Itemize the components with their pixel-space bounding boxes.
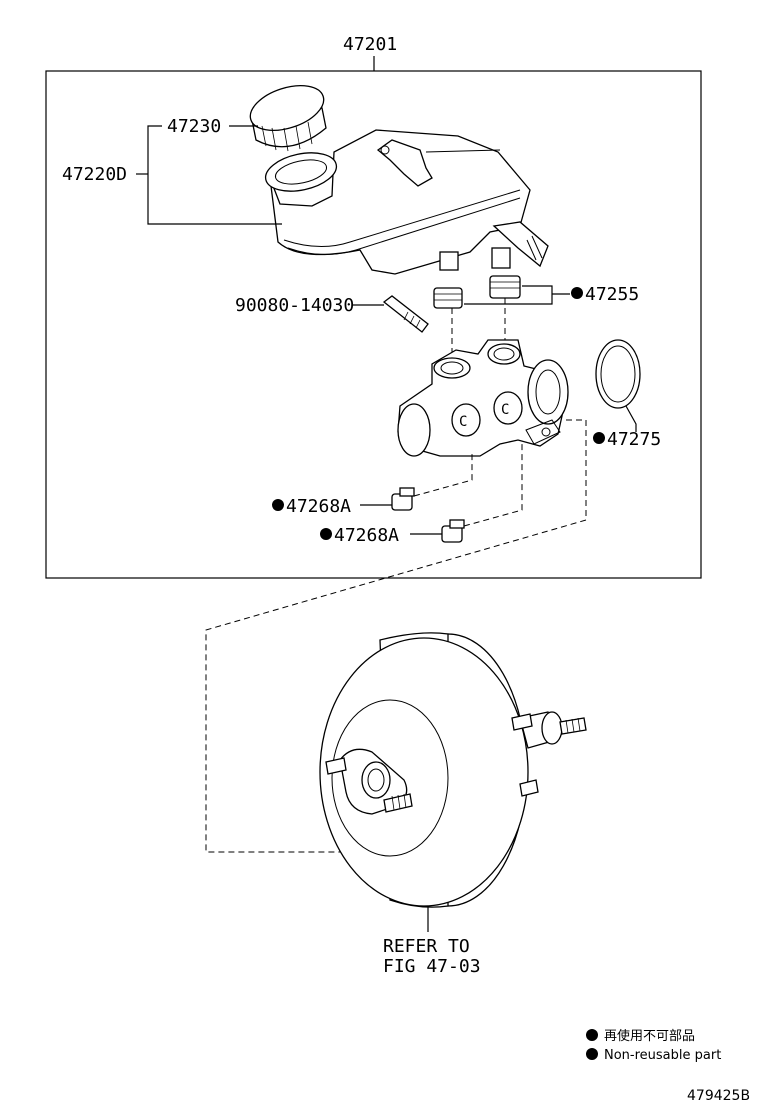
assembly-number-label[interactable]: 47201 bbox=[343, 34, 397, 55]
grommet-left[interactable] bbox=[433, 287, 463, 309]
o-ring-leader bbox=[625, 405, 637, 432]
plug-upper-guide bbox=[413, 452, 473, 497]
plug-lower-part-label[interactable]: 47268A bbox=[334, 525, 399, 546]
svg-text:C: C bbox=[501, 402, 509, 418]
legend-bullet bbox=[586, 1029, 598, 1041]
master-cylinder[interactable]: C C bbox=[397, 339, 569, 457]
legend-bullet bbox=[586, 1048, 598, 1060]
o-ring[interactable] bbox=[595, 339, 641, 409]
plug-upper[interactable] bbox=[391, 487, 415, 511]
grommet-right[interactable] bbox=[489, 275, 521, 299]
booster-reference-line2[interactable]: FIG 47-03 bbox=[383, 956, 481, 977]
reservoir-bracket bbox=[147, 125, 282, 225]
assembly-frame bbox=[45, 70, 702, 579]
non-reusable-mark bbox=[571, 287, 583, 299]
legend-non-reusable-en: Non-reusable part bbox=[604, 1048, 721, 1063]
reservoir-tank[interactable] bbox=[262, 129, 549, 275]
plug-upper-part-label[interactable]: 47268A bbox=[286, 496, 351, 517]
svg-text:C: C bbox=[459, 414, 467, 430]
reservoir-part-label[interactable]: 47220D bbox=[62, 164, 127, 185]
non-reusable-mark bbox=[272, 499, 284, 511]
legend-non-reusable-jp: 再使用不可部品 bbox=[604, 1028, 695, 1044]
reservoir-cap[interactable] bbox=[245, 77, 330, 152]
plug-lower[interactable] bbox=[441, 519, 465, 543]
reservoir-pin[interactable] bbox=[382, 295, 429, 333]
grommet-leader bbox=[464, 285, 570, 305]
figure-code: 479425B bbox=[687, 1088, 750, 1104]
pin-part-label[interactable]: 90080-14030 bbox=[235, 295, 354, 316]
booster-reference-line1[interactable]: REFER TO bbox=[383, 936, 470, 957]
non-reusable-mark bbox=[320, 528, 332, 540]
brake-booster[interactable] bbox=[319, 632, 587, 908]
non-reusable-mark bbox=[593, 432, 605, 444]
o-ring-part-label[interactable]: 47275 bbox=[607, 429, 661, 450]
cap-part-label[interactable]: 47230 bbox=[167, 116, 221, 137]
plug-lower-guide bbox=[463, 444, 523, 527]
grommet-part-label[interactable]: 47255 bbox=[585, 284, 639, 305]
